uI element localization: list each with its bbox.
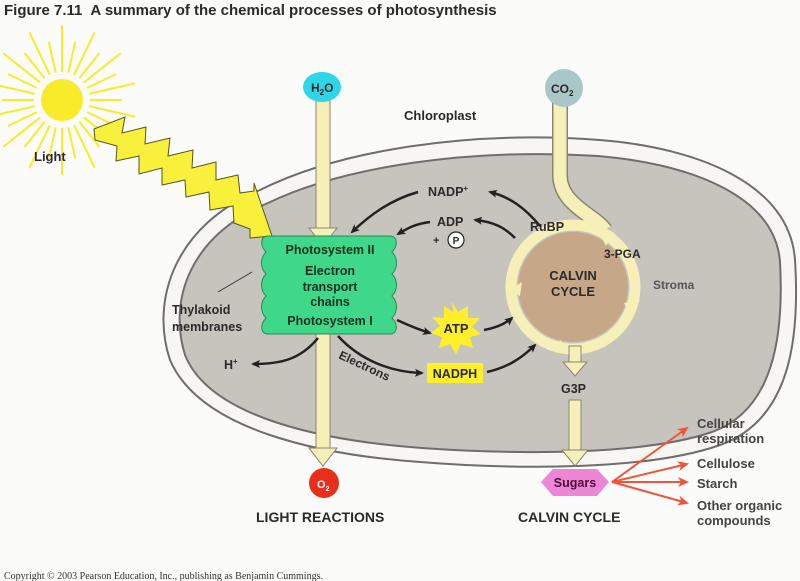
to-other-compounds-arrow [611, 481, 689, 506]
h-plus-label: H+ [224, 357, 238, 372]
sun-core [41, 79, 83, 121]
light-energy-zigzag-icon [93, 116, 273, 239]
calvin-cycle-label-line1: CALVIN [549, 268, 596, 283]
sun-ray [2, 52, 41, 84]
sun-ray [7, 73, 38, 89]
light-reactions-caption: LIGHT REACTIONS [256, 509, 384, 525]
nadph-label: NADPH [433, 367, 477, 381]
rubp-to-adp-arrow [473, 216, 516, 239]
atp-label: ATP [443, 321, 468, 336]
co2-flow-bar [553, 100, 611, 235]
sun-ray [73, 124, 96, 169]
phosphate-label: P [453, 236, 460, 247]
sun-ray [47, 41, 57, 73]
thylakoid-label-line2: membranes [172, 320, 242, 334]
sun-ray [23, 121, 46, 148]
calvin-cycle-caption: CALVIN CYCLE [518, 509, 620, 525]
to-cellulose-arrow [611, 461, 689, 483]
atp-to-calvin-arrow [483, 316, 514, 332]
thylakoid-to-atp-arrow [396, 318, 432, 335]
plus-sign: + [433, 235, 439, 247]
cycle-arrowhead-left [510, 282, 522, 296]
product-other-organic-line2: compounds [697, 513, 771, 528]
water-molecule-icon [303, 72, 341, 102]
sun-ray [23, 52, 46, 79]
sugars-label: Sugars [554, 476, 596, 490]
atp-starburst-icon [431, 302, 481, 354]
product-cellular-respiration-line1: Cellular [697, 416, 745, 431]
sun-ray [7, 111, 38, 127]
sugars-hexagon [541, 469, 609, 496]
chloroplast-label: Chloroplast [404, 108, 477, 123]
thylakoid-to-hplus-arrow [251, 337, 319, 368]
sun-ray [28, 124, 51, 169]
3-pga-label: 3-PGA [604, 247, 641, 261]
chains-label: chains [310, 295, 350, 309]
water-label: H2O [311, 81, 333, 97]
sun-ray [83, 52, 122, 84]
sugar-flow-arrowhead [560, 449, 590, 467]
g3p-flow-bar [568, 345, 582, 365]
light-label: Light [34, 149, 66, 164]
adp-to-thylakoid-arrow [396, 220, 431, 236]
sun-ray [2, 116, 41, 148]
product-starch: Starch [697, 476, 738, 491]
rubp-to-nadp-arrow [488, 189, 541, 227]
sugar-products-list: Cellular respiration Cellulose Starch Ot… [697, 416, 782, 528]
electron-label: Electron [305, 264, 355, 278]
sun-icon [0, 25, 136, 175]
sun-ray [0, 84, 35, 95]
sun-ray [78, 52, 101, 79]
sun-ray [28, 31, 51, 76]
g3p-arrowhead [561, 361, 589, 377]
oxygen-label: O2 [317, 479, 330, 493]
phosphate-icon [447, 231, 465, 249]
co2-label: CO2 [551, 82, 574, 98]
copyright-notice: Copyright © 2003 Pearson Education, Inc.… [4, 571, 323, 581]
oxygen-molecule-icon [309, 468, 339, 498]
thylakoid-stack: Photosystem II Electron transport chains… [261, 235, 397, 335]
sun-ray [47, 127, 57, 159]
nadph-box [427, 363, 483, 383]
calvin-cycle: CALVIN CYCLE [505, 219, 641, 355]
thylakoid-label-line1: Thylakoid [172, 303, 230, 317]
cycle-arrowhead-bottom [556, 340, 570, 353]
g3p-label: G3P [561, 382, 586, 396]
product-other-organic-line1: Other organic [697, 498, 782, 513]
sun-ray [73, 31, 96, 76]
nadph-to-calvin-arrow [486, 343, 537, 374]
sun-ray [89, 82, 136, 95]
calvin-cycle-disc [518, 232, 628, 342]
photosystem-i-label: Photosystem I [287, 314, 372, 328]
cycle-arrowhead-top [598, 230, 614, 246]
thylakoid-to-nadph-arrow [337, 335, 424, 377]
sun-ray [86, 73, 117, 89]
calvin-cycle-label-line2: CYCLE [551, 284, 595, 299]
nadp-to-thylakoid-arrow [350, 190, 419, 234]
nadp-plus-label: NADP+ [428, 184, 468, 199]
sun-ray [89, 105, 136, 118]
sun-ray [67, 127, 77, 159]
cycle-arrowhead-right [624, 300, 640, 314]
sun-ray [67, 41, 77, 73]
adp-label: ADP [437, 215, 463, 229]
oxygen-flow-arrowhead [307, 447, 339, 467]
sugar-flow-bar [568, 399, 582, 456]
product-cellular-respiration-line2: respiration [697, 431, 764, 446]
transport-label: transport [303, 280, 359, 294]
sun-ray [78, 121, 101, 148]
to-cellular-respiration-arrow [611, 426, 689, 483]
thylakoid-leader-line [217, 271, 253, 293]
photosystem-ii-label: Photosystem II [286, 243, 375, 257]
co2-molecule-icon [545, 69, 583, 107]
stroma-label: Stroma [653, 278, 695, 292]
product-cellulose: Cellulose [697, 456, 755, 471]
sun-ray [0, 105, 35, 116]
rubp-label: RuBP [530, 220, 564, 234]
